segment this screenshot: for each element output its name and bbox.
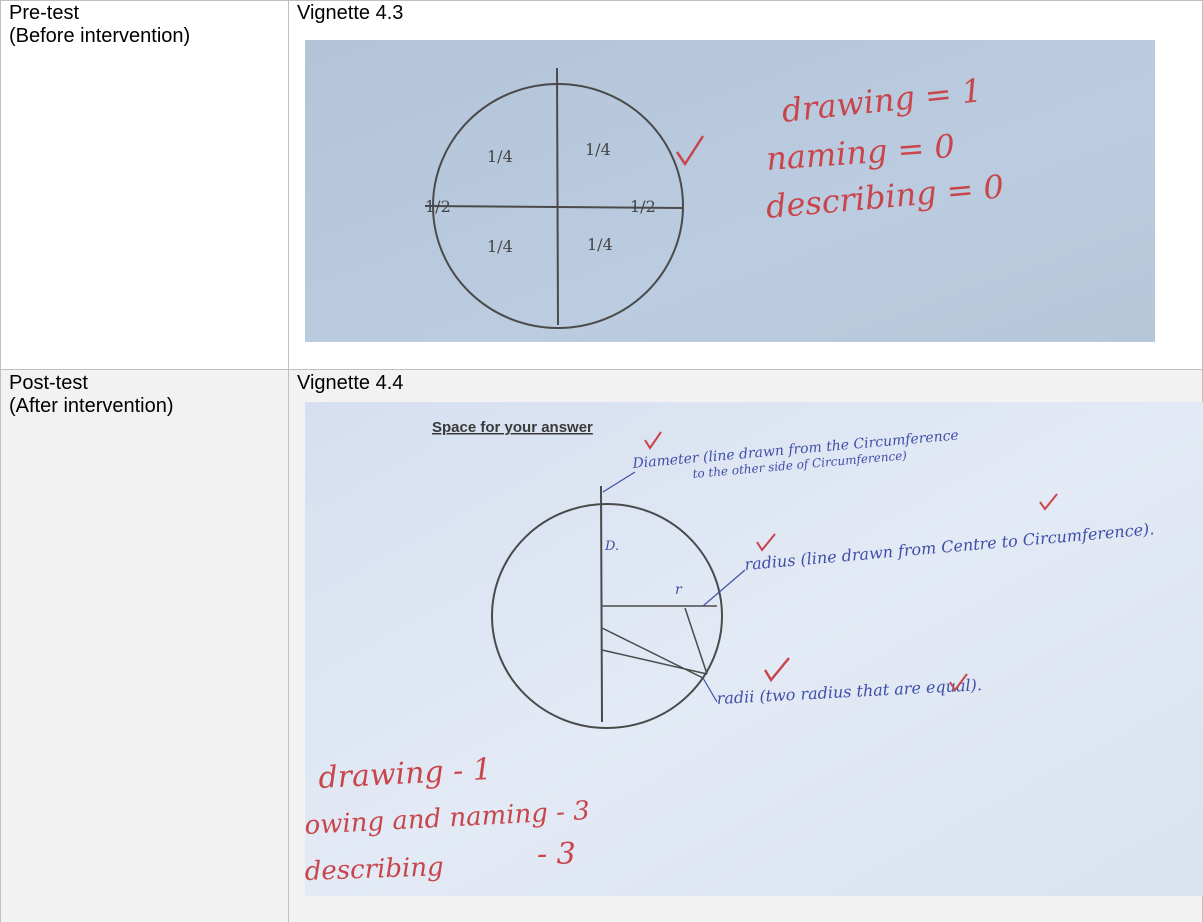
table-left-border <box>0 0 1 922</box>
pointer-diameter <box>602 471 636 493</box>
score-describing-label: describing <box>305 852 444 887</box>
row-divider <box>0 369 1203 370</box>
diameter-letter: D. <box>604 539 619 554</box>
phase-note: (After intervention) <box>9 395 174 417</box>
phase-note: (Before intervention) <box>9 25 191 47</box>
fraction-labels: 1/4 1/4 1/4 1/4 1/2 1/2 <box>425 140 656 256</box>
chord-line <box>684 607 708 675</box>
check-mark-radius-def <box>1039 493 1058 511</box>
vertical-diameter <box>556 67 559 326</box>
check-mark-radii <box>763 657 790 683</box>
check-mark-radius-word <box>756 533 776 552</box>
vignette-photo-pre: 1/4 1/4 1/4 1/4 1/2 1/2 drawing = 1 nami… <box>305 40 1155 342</box>
radii-line-2 <box>601 649 708 675</box>
radius-letter: r <box>675 582 683 598</box>
column-divider <box>288 0 289 922</box>
answer-heading: Space for your answer <box>432 419 593 436</box>
quarter-label-top-left: 1/4 <box>487 147 513 166</box>
table-top-border <box>0 0 1203 1</box>
pointer-radii <box>702 677 718 703</box>
check-mark-diameter <box>644 431 662 450</box>
quarter-label-bottom-right: 1/4 <box>587 235 613 254</box>
vignette-caption: Vignette 4.4 <box>297 372 404 394</box>
diameter-line <box>600 485 603 723</box>
phase-label: Post-test <box>9 372 88 394</box>
quarter-label-bottom-left: 1/4 <box>487 237 513 256</box>
check-mark <box>675 135 705 167</box>
phase-label: Pre-test <box>9 2 80 24</box>
half-label-left: 1/2 <box>425 197 451 216</box>
quarter-label-top-right: 1/4 <box>585 140 611 159</box>
check-mark-equal <box>949 673 968 692</box>
horizontal-diameter <box>424 205 684 209</box>
vignette-caption: Vignette 4.3 <box>297 2 404 24</box>
half-label-right: 1/2 <box>630 197 656 216</box>
drawn-circle <box>491 503 723 729</box>
paper-background <box>305 40 1155 342</box>
score-describing-value: - 3 <box>537 837 576 872</box>
paper-background <box>305 402 1203 896</box>
pointer-radius <box>702 569 746 607</box>
vignette-photo-post: Space for your answer D. r Diameter (lin… <box>305 402 1203 896</box>
